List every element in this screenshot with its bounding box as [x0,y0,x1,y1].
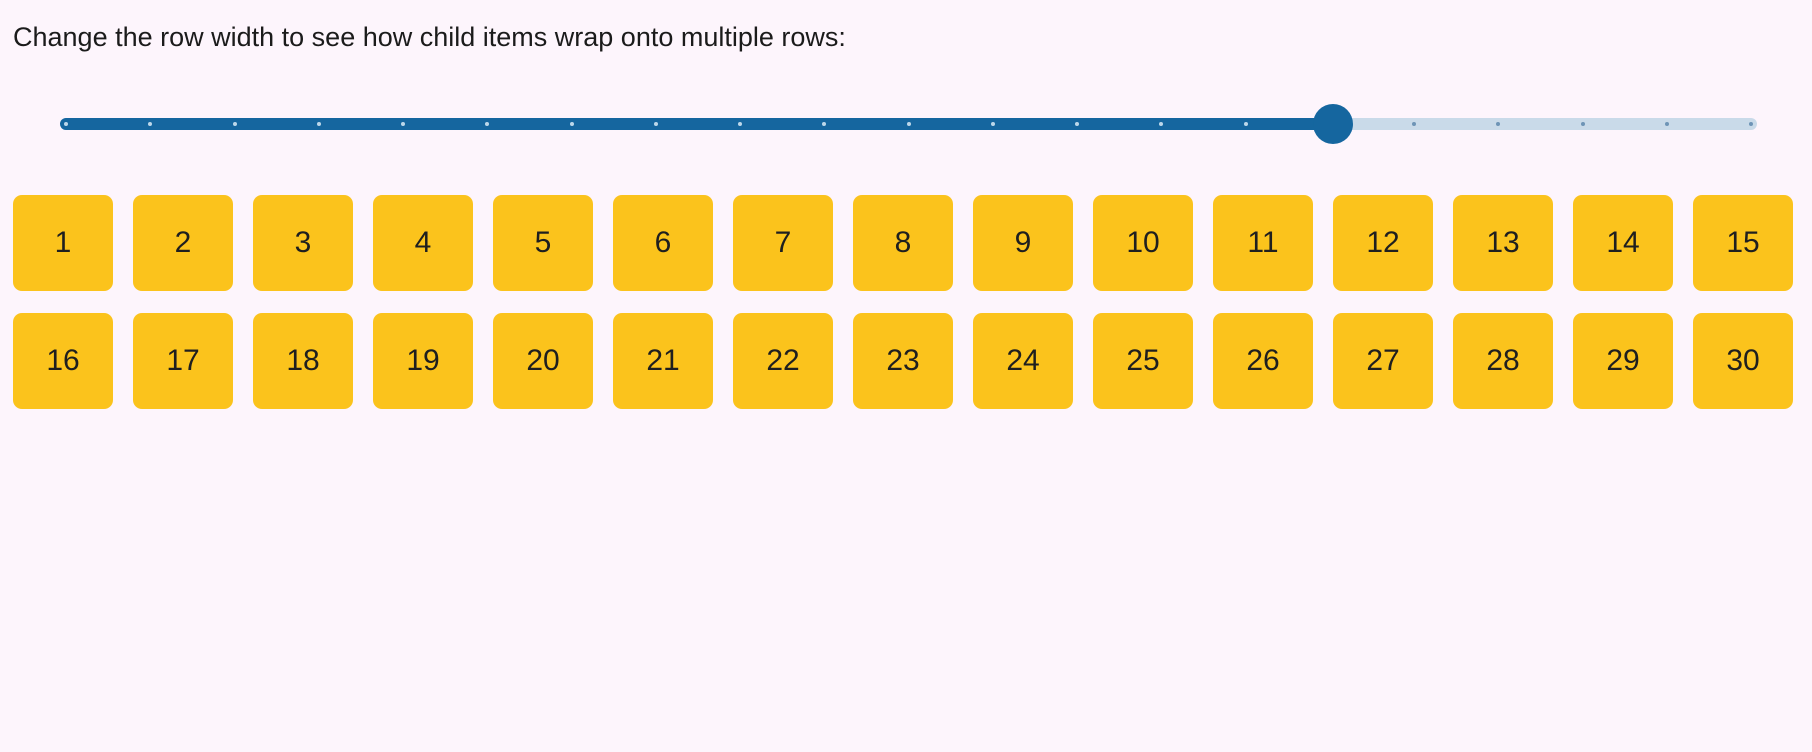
slider-tick [485,122,490,126]
tile-16: 16 [13,313,113,409]
page-title: Change the row width to see how child it… [13,22,846,52]
tile-7: 7 [733,195,833,291]
slider-tick [1412,122,1416,126]
tile-1: 1 [13,195,113,291]
tile-29: 29 [1573,313,1673,409]
slider-tick [906,122,911,126]
tile-20: 20 [493,313,593,409]
slider-tick [64,122,68,126]
tile-21: 21 [613,313,713,409]
tile-10: 10 [1093,195,1193,291]
slider-tick [990,122,995,126]
tile-14: 14 [1573,195,1673,291]
tile-2: 2 [133,195,233,291]
slider-tick [1243,122,1248,126]
slider-tick [569,122,574,126]
tile-17: 17 [133,313,233,409]
slider-tick [1664,122,1669,126]
tile-28: 28 [1453,313,1553,409]
tile-6: 6 [613,195,713,291]
slider-tick [232,122,237,126]
slider-ticks [64,104,1753,144]
tile-24: 24 [973,313,1073,409]
tile-9: 9 [973,195,1073,291]
tile-12: 12 [1333,195,1433,291]
tile-15: 15 [1693,195,1793,291]
tile-3: 3 [253,195,353,291]
tile-27: 27 [1333,313,1433,409]
tile-22: 22 [733,313,833,409]
tile-23: 23 [853,313,953,409]
slider-tick [1496,122,1501,126]
slider-thumb[interactable] [1312,104,1353,144]
slider-tick [1159,122,1164,126]
slider-tick [1580,122,1585,126]
row-width-slider[interactable] [60,104,1757,144]
tile-8: 8 [853,195,953,291]
slider-tick [653,122,658,126]
tile-19: 19 [373,313,473,409]
tile-4: 4 [373,195,473,291]
slider-tick [1749,122,1753,126]
slider-fill [60,118,1333,130]
tile-11: 11 [1213,195,1313,291]
slider-tick [738,122,742,126]
slider-tick [1075,122,1079,126]
tile-18: 18 [253,313,353,409]
tile-13: 13 [1453,195,1553,291]
slider-tick [822,122,827,126]
slider-tick [401,122,405,126]
tile-30: 30 [1693,313,1793,409]
tile-25: 25 [1093,313,1193,409]
tile-26: 26 [1213,313,1313,409]
slider-tick [148,122,153,126]
tile-5: 5 [493,195,593,291]
slider-tick [316,122,321,126]
